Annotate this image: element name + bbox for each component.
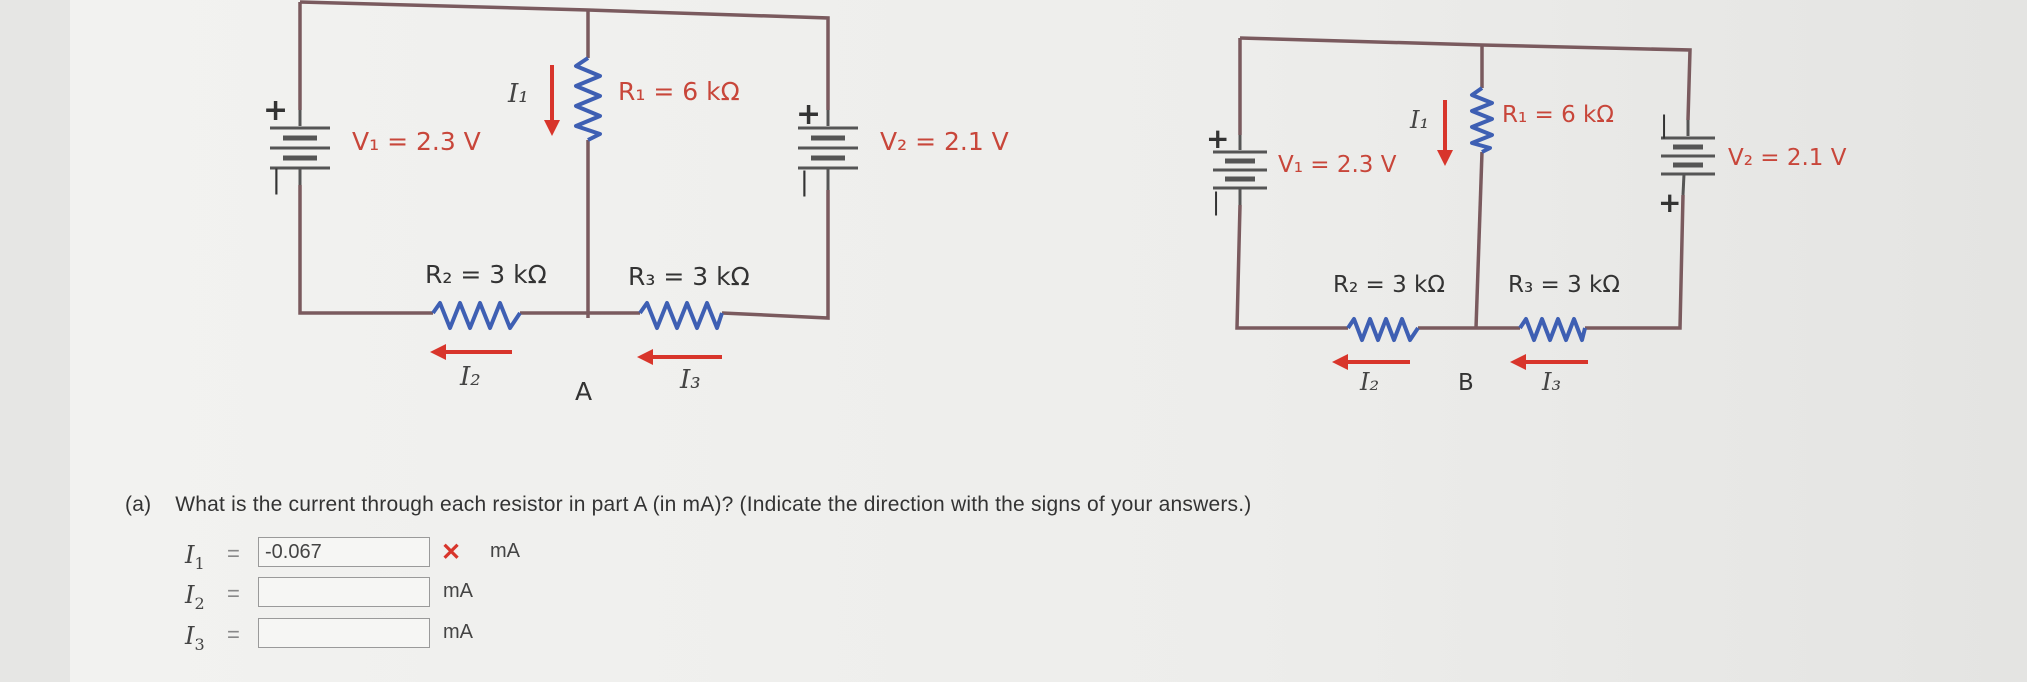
answer-variable: I1 <box>185 541 205 573</box>
r3-label: R₃ = 3 kΩ <box>1508 272 1620 298</box>
equals-sign: = <box>227 541 240 566</box>
i2-answer-input[interactable] <box>258 577 430 607</box>
unit-label: mA <box>443 580 473 602</box>
answer-variable: I3 <box>185 622 205 654</box>
i1-label: I₁ <box>507 79 529 109</box>
resistor-r2 <box>431 301 522 330</box>
i2-label: I₂ <box>459 362 481 392</box>
wire <box>1235 204 1348 330</box>
unit-label: mA <box>490 540 520 562</box>
question-prompt: What is the current through each resisto… <box>175 493 1252 516</box>
incorrect-x-icon: ✕ <box>441 539 462 566</box>
v1-label: V₁ = 2.3 V <box>352 127 481 156</box>
i2-label: I₂ <box>1359 368 1379 396</box>
battery-minus-sign: | <box>1212 188 1220 216</box>
circuit-b-label: B <box>1458 370 1474 396</box>
battery-v1 <box>270 110 330 185</box>
battery-v2 <box>1661 120 1715 196</box>
question-page <box>70 0 2027 682</box>
circuit-b: + | | + V₁ = 2.3 V V₂ = 2.1 V R₁ = 6 kΩ … <box>1206 36 1847 396</box>
battery-minus-sign: | <box>272 165 281 195</box>
battery-plus-sign: + <box>1206 122 1229 155</box>
battery-plus-sign: + <box>1658 186 1681 219</box>
wire <box>1474 151 1484 329</box>
r2-label: R₂ = 3 kΩ <box>1333 272 1445 298</box>
v2-label: V₂ = 2.1 V <box>880 127 1009 156</box>
battery-v1 <box>1213 135 1267 205</box>
r1-label: R₁ = 6 kΩ <box>1502 102 1614 128</box>
answer-variable: I2 <box>185 581 205 613</box>
r2-label: R₂ = 3 kΩ <box>425 260 547 289</box>
battery-plus-sign: + <box>796 97 821 132</box>
circuit-a-label: A <box>575 377 592 406</box>
wire <box>1585 194 1685 330</box>
resistor-r3 <box>638 301 724 330</box>
battery-v2 <box>798 110 858 190</box>
wire <box>299 0 830 110</box>
unit-label: mA <box>443 621 473 643</box>
battery-plus-sign: + <box>263 93 288 128</box>
question-text: (a) What is the current through each resi… <box>125 493 1252 517</box>
circuit-a: + | + | V₁ = 2.3 V V₂ = 2.1 V R₁ = 6 kΩ … <box>263 0 1009 406</box>
question-part-label: (a) <box>125 493 152 516</box>
resistor-r1 <box>574 56 602 142</box>
wire <box>298 185 433 315</box>
v1-label: V₁ = 2.3 V <box>1278 152 1397 178</box>
v2-label: V₂ = 2.1 V <box>1728 145 1847 171</box>
equals-sign: = <box>227 581 240 606</box>
wire <box>721 190 830 320</box>
resistor-r1 <box>1470 86 1494 154</box>
resistor-r3 <box>1518 317 1587 342</box>
i3-answer-input[interactable] <box>258 618 430 648</box>
i1-answer-input[interactable] <box>258 537 430 567</box>
equals-sign: = <box>227 622 240 647</box>
i1-label: I₁ <box>1409 106 1429 134</box>
battery-minus-sign: | <box>1660 111 1668 139</box>
resistor-r2 <box>1346 317 1420 342</box>
wire <box>1239 36 1692 121</box>
battery-minus-sign: | <box>800 167 809 197</box>
r1-label: R₁ = 6 kΩ <box>618 77 740 106</box>
r3-label: R₃ = 3 kΩ <box>628 262 750 291</box>
i3-label: I₃ <box>1541 368 1561 396</box>
i3-label: I₃ <box>679 365 701 395</box>
